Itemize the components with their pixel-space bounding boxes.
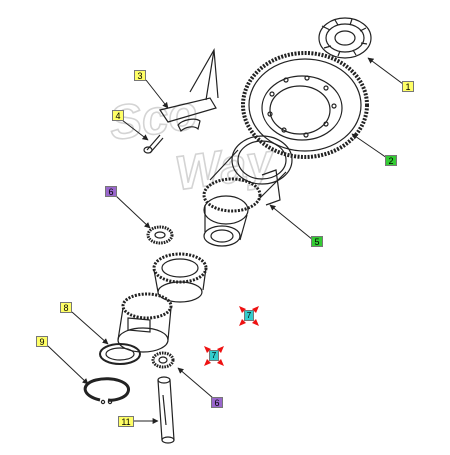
bearing-part-1[interactable] <box>318 17 372 59</box>
callout-11[interactable]: 11 <box>118 416 134 427</box>
bevel-gear-part-6-lower[interactable] <box>151 351 175 369</box>
side-gear-part-7-lower[interactable] <box>117 292 173 353</box>
pin-marker-7-lower[interactable]: 7 <box>204 346 224 366</box>
callout-7-lower: 7 <box>209 350 219 361</box>
shaft-pin-part-11[interactable] <box>157 376 175 444</box>
callout-8[interactable]: 8 <box>60 302 72 313</box>
leader-lines <box>47 57 404 424</box>
retaining-plate-part-3[interactable] <box>159 48 219 133</box>
callout-9[interactable]: 9 <box>36 336 48 347</box>
callout-6-lower[interactable]: 6 <box>211 397 223 408</box>
callout-5[interactable]: 5 <box>311 236 323 247</box>
pin-marker-7-upper[interactable]: 7 <box>239 306 259 326</box>
bevel-gear-part-6-upper[interactable] <box>146 225 174 245</box>
callout-4[interactable]: 4 <box>112 110 124 121</box>
differential-housing-part-5[interactable] <box>202 135 293 247</box>
callout-2[interactable]: 2 <box>385 155 397 166</box>
circlip-part-9[interactable] <box>83 377 130 405</box>
washer-part-8[interactable] <box>99 343 141 365</box>
callout-7-upper: 7 <box>244 310 254 321</box>
pin-arrows-icon <box>239 306 259 326</box>
bolt-part-4[interactable] <box>143 134 164 154</box>
side-gear-part-7-upper[interactable] <box>152 252 208 303</box>
pin-arrows-icon <box>204 346 224 366</box>
callout-3[interactable]: 3 <box>134 70 146 81</box>
callout-6-upper[interactable]: 6 <box>105 186 117 197</box>
callout-1[interactable]: 1 <box>402 81 414 92</box>
ring-gear-part-2[interactable] <box>241 51 369 159</box>
watermark: Sco Way <box>105 85 279 201</box>
